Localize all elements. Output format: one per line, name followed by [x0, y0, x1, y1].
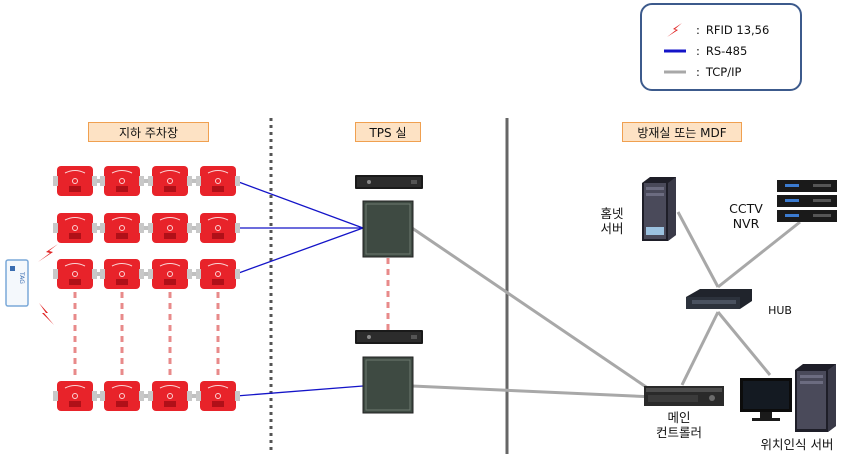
- tcpip-links: [411, 211, 801, 399]
- rs485-link-row1: [235, 180, 364, 229]
- tps-controller-top: [362, 200, 414, 258]
- legend-row-rs485: : RS-485: [664, 43, 747, 59]
- rfid-reader: [99, 380, 145, 412]
- rfid-signal-icon: [39, 303, 54, 325]
- rfid-reader: [99, 212, 145, 244]
- legend-rfid-label: RFID 13,56: [705, 23, 770, 37]
- rfid-reader: [52, 380, 98, 412]
- legend-colon: :: [696, 44, 700, 58]
- cctv-nvr-label: CCTV NVR: [729, 201, 763, 231]
- rfid-reader: [195, 380, 241, 412]
- tcpip-link-nvr-hub: [717, 220, 801, 289]
- tps-controller-bottom: [362, 356, 414, 414]
- legend-rs485-label: RS-485: [705, 44, 748, 58]
- rfid-reader: [52, 165, 98, 197]
- tcpip-link-tps1-main: [411, 226, 656, 395]
- rfid-signal-icon: [38, 244, 58, 262]
- main-controller-icon: [644, 386, 724, 406]
- tps-switch-bottom: [355, 330, 423, 344]
- legend-colon: :: [696, 65, 700, 79]
- rs485-links: [235, 180, 364, 397]
- rfid-reader: [147, 380, 193, 412]
- rs485-link-row4: [235, 385, 364, 397]
- rfid-reader: [99, 165, 145, 197]
- homenet-server-icon: [642, 177, 676, 241]
- rfid-reader: [195, 165, 241, 197]
- location-server-label: 위치인식 서버: [760, 437, 834, 452]
- hub-icon: [686, 289, 752, 309]
- rfid-reader-grid: [52, 165, 241, 412]
- rfid-reader: [52, 258, 98, 290]
- rfid-reader: [195, 258, 241, 290]
- main-controller-label: 메인 컨트롤러: [655, 410, 702, 440]
- legend-tcpip-label: TCP/IP: [705, 65, 742, 79]
- rs485-link-row3: [235, 227, 364, 275]
- tcpip-link-homenet-hub: [676, 211, 720, 288]
- tcpip-link-tps2-main: [411, 384, 656, 399]
- tps-switch-top: [355, 175, 423, 189]
- rfid-reader: [195, 212, 241, 244]
- zone-label-mdf: 방재실 또는 MDF: [622, 122, 742, 142]
- rfid-reader: [147, 258, 193, 290]
- location-server-icon: [740, 364, 836, 432]
- legend-box: : RFID 13,56 : RS-485 : TCP/IP: [640, 3, 802, 91]
- tcpip-link-hub-location: [716, 311, 772, 376]
- rfid-reader: [99, 258, 145, 290]
- rfid-reader: [147, 165, 193, 197]
- reader-dashed-links: [73, 258, 390, 378]
- tag-device-text: TAG: [18, 271, 25, 284]
- rs485-line-icon: [664, 43, 686, 59]
- hub-label: HUB: [768, 304, 792, 317]
- legend-colon: :: [696, 23, 700, 37]
- homenet-server-label: 홈넷 서버: [600, 206, 624, 236]
- rfid-reader: [147, 212, 193, 244]
- rfid-tag-device: TAG: [5, 259, 29, 307]
- zone-label-tps: TPS 실: [355, 122, 421, 142]
- rfid-signal-icon: [664, 22, 686, 38]
- legend-row-tcpip: : TCP/IP: [664, 64, 741, 80]
- cctv-nvr-icon: [777, 180, 837, 222]
- legend-row-rfid: : RFID 13,56: [664, 22, 769, 38]
- tcpip-line-icon: [664, 64, 686, 80]
- rfid-reader: [52, 212, 98, 244]
- tcpip-link-hub-main: [680, 311, 720, 386]
- zone-label-parking: 지하 주차장: [88, 122, 209, 142]
